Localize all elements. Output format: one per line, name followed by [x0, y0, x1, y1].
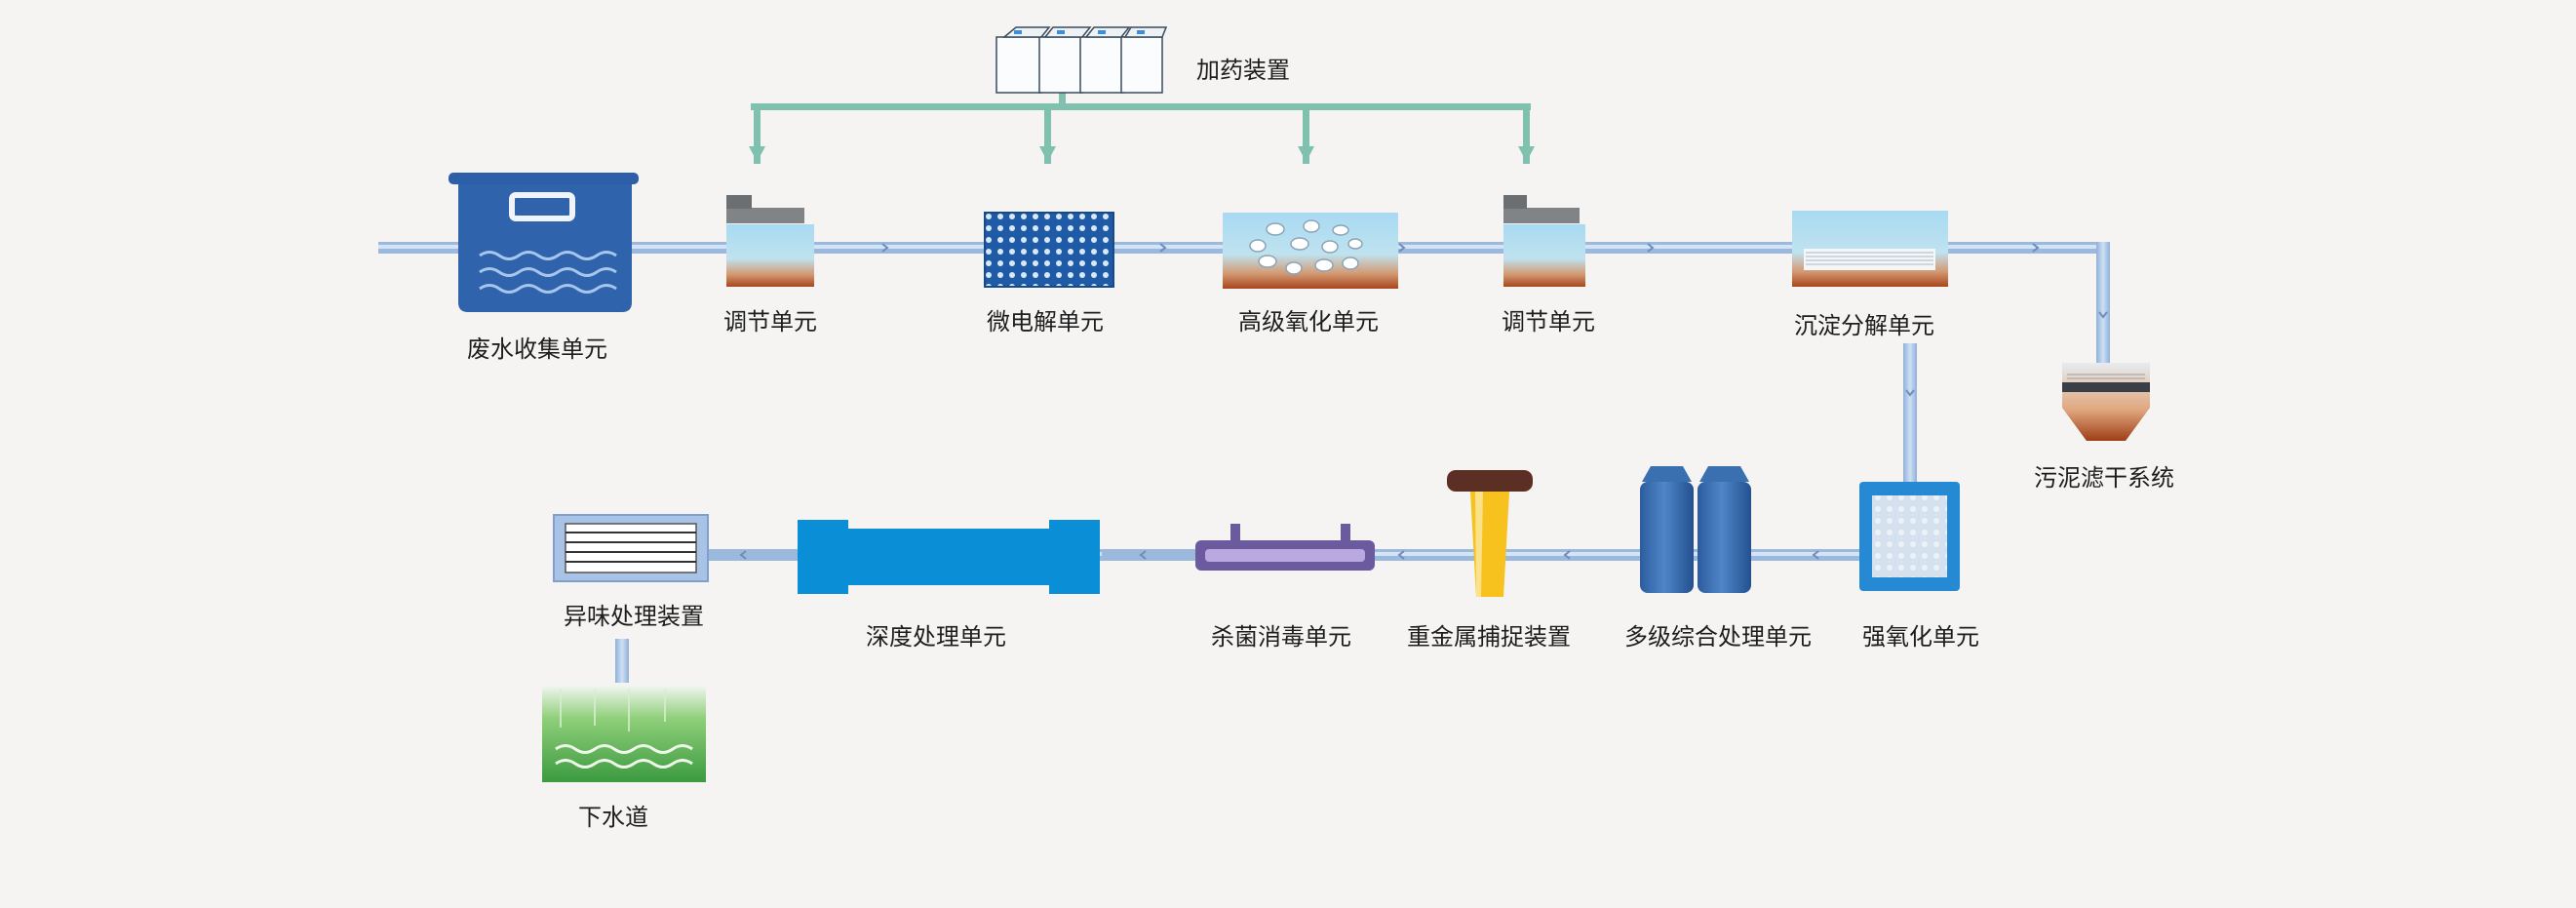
label-advanced-oxidation-unit: 高级氧化单元: [1238, 308, 1379, 336]
multi-stage-tanks-icon: [1640, 466, 1751, 593]
label-heavy-metal-capture: 重金属捕捉装置: [1407, 623, 1571, 651]
micro-electrolysis-icon: [984, 212, 1114, 288]
label-sewer: 下水道: [578, 804, 648, 831]
deep-treatment-icon: [798, 520, 1100, 594]
sedimentation-tank-icon: [1792, 211, 1948, 287]
sewer-icon: [542, 685, 706, 782]
dosing-pipes: [749, 68, 1535, 164]
sludge-filter-icon: [2062, 363, 2150, 441]
label-multi-stage-unit: 多级综合处理单元: [1624, 623, 1812, 651]
label-dosing-device: 加药装置: [1196, 57, 1290, 84]
regulation-tank-1-icon: [726, 195, 814, 287]
label-collection-unit: 废水收集单元: [467, 336, 607, 363]
label-strong-oxidation-unit: 强氧化单元: [1862, 623, 1979, 651]
sterilization-pipe-icon: [1195, 524, 1375, 571]
odor-treatment-icon: [553, 514, 709, 582]
regulation-tank-2-icon: [1503, 195, 1585, 287]
label-micro-electrolysis-unit: 微电解单元: [987, 308, 1104, 336]
label-regulation-unit-2: 调节单元: [1502, 308, 1595, 336]
label-regulation-unit-1: 调节单元: [723, 308, 817, 336]
label-sludge-filter-system: 污泥滤干系统: [2034, 464, 2174, 492]
heavy-metal-capture-icon: [1447, 470, 1533, 597]
label-odor-treatment-device: 异味处理装置: [564, 603, 704, 630]
advanced-oxidation-icon: [1223, 213, 1398, 289]
collection-tank-icon: [449, 173, 639, 312]
strong-oxidation-icon: [1859, 482, 1960, 591]
label-sterilization-unit: 杀菌消毒单元: [1211, 623, 1351, 651]
label-deep-treatment-unit: 深度处理单元: [866, 623, 1006, 651]
label-sedimentation-unit: 沉淀分解单元: [1794, 312, 1934, 339]
flow-arrows: [739, 243, 2108, 560]
vertical-pipe-sewer: [615, 639, 629, 683]
pipe-odor-to-deep: [710, 549, 802, 561]
dosing-device-icon: [995, 26, 1168, 94]
vertical-pipe-sedimentation: [1903, 343, 1917, 482]
